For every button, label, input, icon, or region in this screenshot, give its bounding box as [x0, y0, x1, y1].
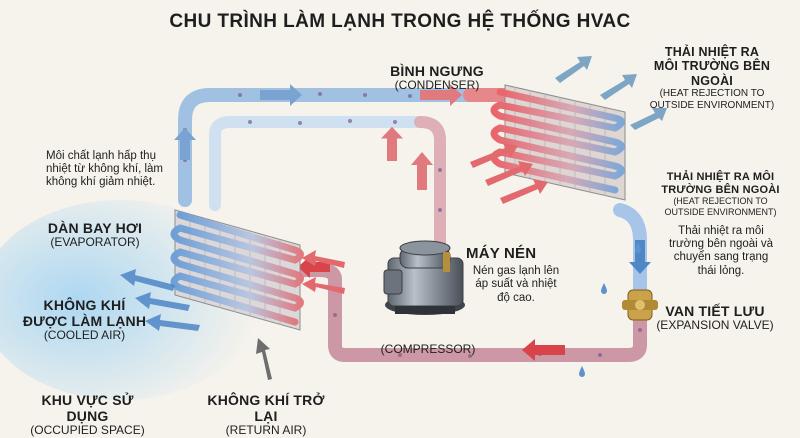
condenser-label-group: BÌNH NGƯNG (CONDENSER): [372, 63, 502, 93]
compressor-desc1: Nén gas lạnh lên: [472, 265, 560, 278]
return-air-label: KHÔNG KHÍ TRỞ LẠI: [207, 392, 325, 425]
expansion-note-line4: thái lỏng.: [697, 264, 745, 277]
evaporator-sublabel: (EVAPORATOR): [50, 235, 140, 250]
expansion-valve-label: VAN TIẾT LƯU: [665, 303, 765, 319]
condenser-label: BÌNH NGƯNG: [390, 63, 484, 79]
evaporator-note: Môi chất lạnh hấp thụ nhiệt từ không khí…: [46, 150, 196, 190]
flow-arrow-top: [411, 152, 433, 190]
page-title: CHU TRÌNH LÀM LẠNH TRONG HỆ THỐNG HVAC: [169, 11, 631, 32]
suction-pipe-outer: [178, 88, 512, 207]
compressor-desc-group: MÁY NÉN Nén gas lạnh lên áp suất và nhiệ…: [466, 245, 596, 305]
flow-arrows: [174, 84, 651, 361]
condenser-coil: [490, 84, 626, 201]
evaporator-label: DÀN BAY HƠI: [47, 220, 143, 236]
evaporator-note-line2: nhiệt từ không khí, làm: [46, 163, 164, 176]
occupied-space-label: KHU VỰC SỬ DỤNG: [41, 392, 134, 425]
cooled-air-arrows: [120, 269, 200, 331]
evaporator-note-line1: Môi chất lạnh hấp thụ: [46, 150, 156, 162]
occupied-space-group: KHU VỰC SỬ DỤNG (OCCUPIED SPACE): [20, 392, 155, 438]
heat-rejection-mid-line2: TRƯỜNG BÊN NGOÀI: [661, 183, 780, 196]
evaporator-note-line3: không khí giảm nhiệt.: [46, 176, 156, 189]
compressor-unit: [383, 240, 465, 315]
heat-rejection-top-en1: (HEAT REJECTION TO: [659, 88, 765, 100]
cooled-air-sublabel: (COOLED AIR): [43, 328, 126, 343]
heat-rejection-mid-en1: (HEAT REJECTION TO: [673, 196, 768, 207]
heat-rejection-mid-en2: OUTSIDE ENVIRONMENT): [664, 206, 777, 217]
heat-out-arrows: [555, 56, 667, 130]
evaporator-label-group: DÀN BAY HƠI (EVAPORATOR): [40, 220, 150, 250]
droplet-icon: [579, 242, 641, 377]
heat-rejection-top-line2: MÔI TRƯỜNG BÊN NGOÀI: [653, 59, 771, 88]
heat-rejection-top-en2: OUTSIDE ENVIRONMENT): [649, 99, 775, 111]
condenser-sublabel: (CONDENSER): [394, 78, 480, 93]
cooled-air-group: KHÔNG KHÍ ĐƯỢC LÀM LẠNH (COOLED AIR): [22, 297, 147, 343]
heat-input-arrows: [470, 143, 548, 204]
expansion-note-line3: chuyển sang trạng: [673, 251, 769, 264]
expansion-valve-body: [622, 289, 658, 321]
heat-rejection-top-group: THẢI NHIỆT RA MÔI TRƯỜNG BÊN NGOÀI (HEAT…: [632, 45, 792, 111]
evaporator-coil: [170, 209, 304, 331]
expansion-note-line1: Thải nhiệt ra môi: [678, 225, 764, 237]
warm-air-arrows: [302, 250, 345, 294]
cooled-air-line1: KHÔNG KHÍ: [43, 297, 126, 313]
compressor-sublabel: (COMPRESSOR): [380, 342, 476, 356]
occupied-space-sublabel: (OCCUPIED SPACE): [30, 423, 145, 438]
return-air-sublabel: (RETURN AIR): [225, 423, 307, 438]
compressor-desc3: độ cao.: [497, 291, 535, 304]
expansion-note-line2: trường bên ngoài và: [668, 238, 774, 251]
compressor-desc2: áp suất và nhiệt: [475, 278, 557, 291]
return-air-arrows: [256, 338, 272, 380]
flow-arrow-up-2: [381, 126, 403, 161]
expansion-valve-group: VAN TIẾT LƯU (EXPANSION VALVE): [640, 303, 790, 333]
cooled-air-line2: ĐƯỢC LÀM LẠNH: [22, 313, 147, 330]
heat-rejection-top-line1: THẢI NHIỆT RA: [664, 45, 760, 59]
expansion-valve-sublabel: (EXPANSION VALVE): [656, 318, 774, 333]
expansion-note: Thải nhiệt ra môi trường bên ngoài và ch…: [656, 225, 786, 278]
heat-rejection-mid-group: THẢI NHIỆT RA MÔI TRƯỜNG BÊN NGOÀI (HEAT…: [648, 171, 793, 217]
compressor-label: MÁY NÉN: [466, 245, 537, 262]
return-air-group: KHÔNG KHÍ TRỞ LẠI (RETURN AIR): [196, 392, 336, 438]
heat-rejection-mid-line1: THẢI NHIỆT RA MÔI: [666, 171, 775, 183]
